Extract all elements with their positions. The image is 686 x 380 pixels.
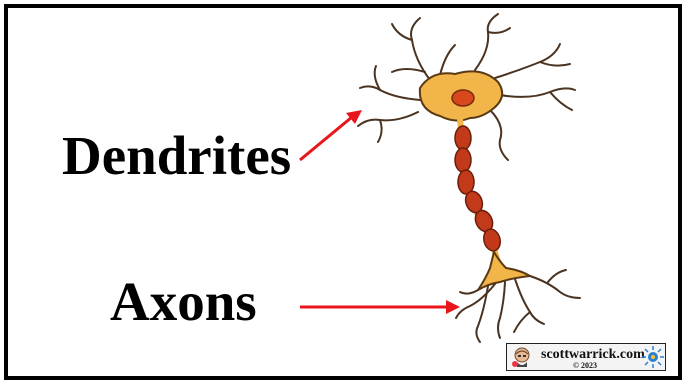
watermark-year: © 2023 (573, 361, 597, 370)
axons-arrow (300, 300, 460, 314)
dendrites-arrow (300, 110, 362, 160)
watermark-logo: scottwarrick.com © 2023 (506, 343, 666, 371)
dendrites-label: Dendrites (62, 128, 291, 183)
scott-face-icon (511, 346, 533, 368)
axon-terminal-branches (456, 270, 580, 342)
myelin-sheath (455, 126, 503, 253)
axons-label: Axons (110, 274, 257, 329)
nucleus (452, 90, 474, 106)
sunburst-icon (641, 345, 665, 369)
